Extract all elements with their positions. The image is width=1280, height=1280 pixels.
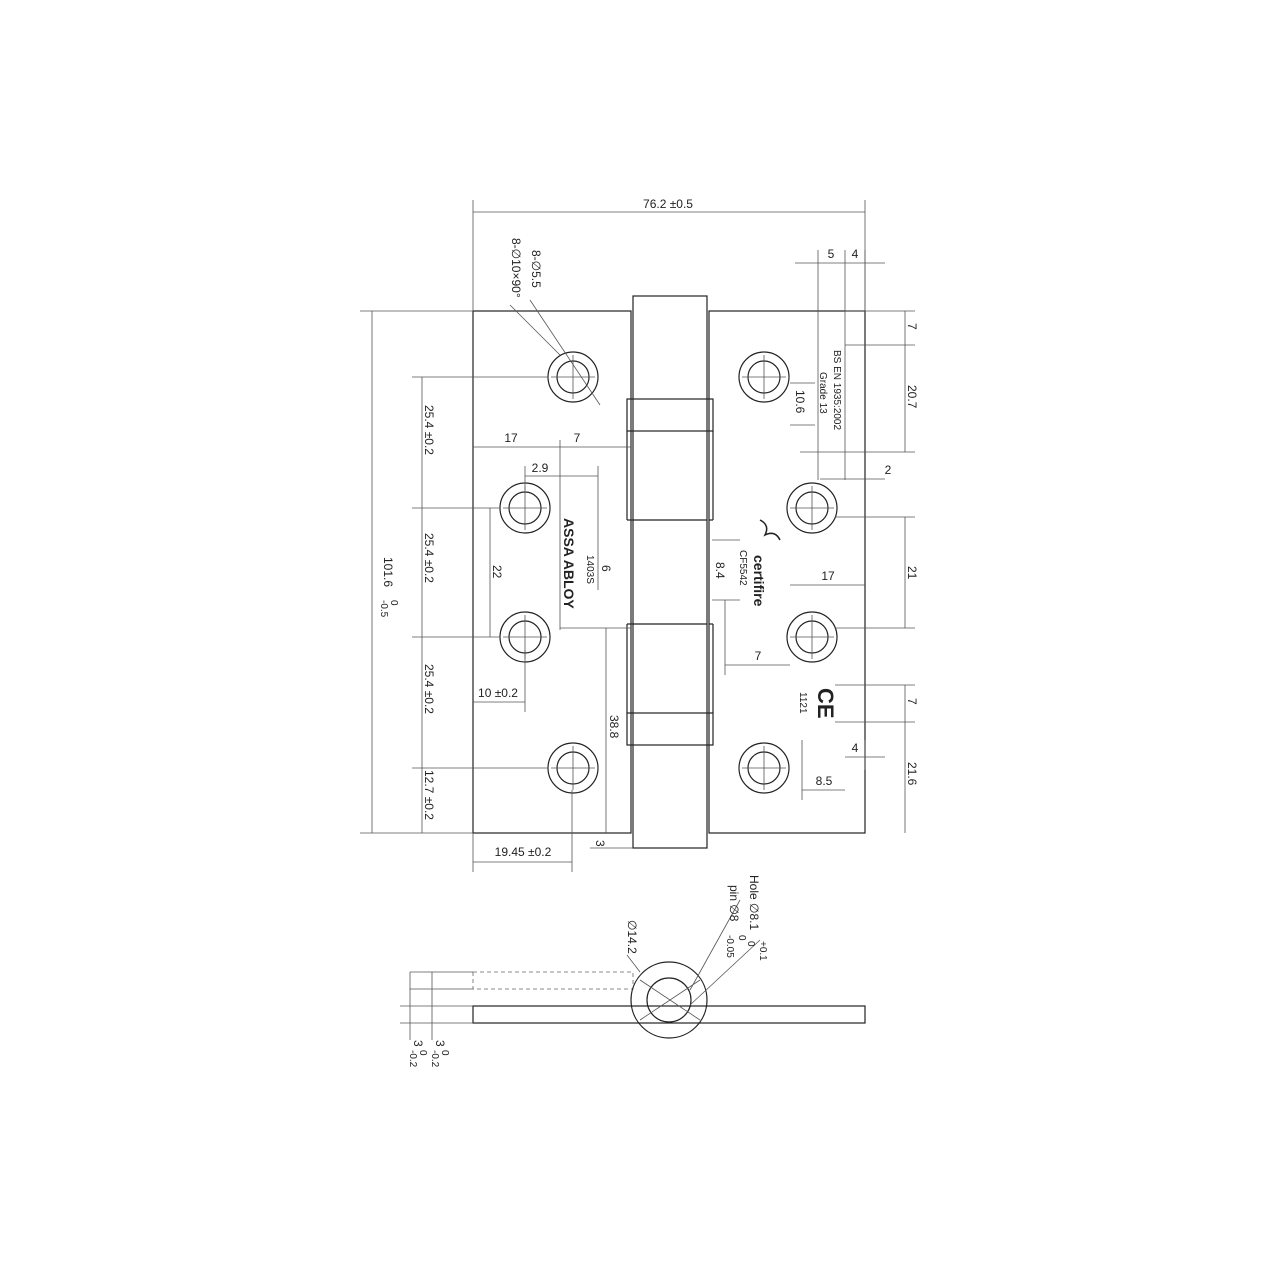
screw-hole <box>738 351 790 403</box>
dim-left-7: 7 <box>574 431 581 445</box>
markings: ASSA ABLOY 1403S BS EN 1935:2002 Grade 1… <box>561 350 842 719</box>
dim-left-19-45: 19.45 ±0.2 <box>495 845 552 859</box>
dimension-labels: 76.2 ±0.5 101.6 0 -0.5 8-∅10×90° 8-∅5.5 … <box>378 197 919 859</box>
dim-hole-spec-2: 8-∅5.5 <box>529 250 543 288</box>
dim-left-pitch-3: 25.4 ±0.2 <box>422 664 436 714</box>
screw-hole <box>786 611 838 663</box>
screw-hole <box>499 482 551 534</box>
dim-top-right-4: 4 <box>852 247 859 261</box>
side-hole-tol-upper: +0.1 <box>757 941 768 961</box>
screw-holes <box>499 351 838 794</box>
dim-cf-8-4: 8.4 <box>713 562 727 579</box>
dim-top-right-20-7: 20.7 <box>905 385 919 409</box>
dim-ce-10-6: 10.6 <box>793 390 807 414</box>
side-leaf-3a-tol: 0 <box>439 1050 450 1056</box>
left-leaf <box>472 310 632 834</box>
side-hole-tol-lower: 0 <box>745 941 756 947</box>
brand-marking: ASSA ABLOY <box>561 518 577 609</box>
side-view: ∅14.2 Hole ∅8.1 +0.1 0 pin ∅8 0 -0.05 3 … <box>400 875 866 1068</box>
side-pin: pin ∅8 <box>727 885 741 922</box>
knuckle <box>626 295 714 849</box>
ce-mark: CE <box>813 688 838 719</box>
dim-right-17: 17 <box>821 569 835 583</box>
dim-left-3: 3 <box>593 840 607 847</box>
dim-right-4-bottom: 4 <box>852 741 859 755</box>
screw-hole <box>547 351 599 403</box>
certifire-code: CF5542 <box>737 550 748 586</box>
dim-overall-height: 101.6 <box>381 557 395 587</box>
dim-hole-spec-1: 8-∅10×90° <box>509 238 523 298</box>
dim-right-21-6: 21.6 <box>905 762 919 786</box>
screw-hole <box>738 742 790 794</box>
dim-left-6: 6 <box>599 565 613 572</box>
dim-overall-width: 76.2 ±0.5 <box>643 197 693 211</box>
screw-hole <box>786 482 838 534</box>
dim-right-7-bottom: 7 <box>905 698 919 705</box>
side-hole: Hole ∅8.1 <box>747 875 761 930</box>
dim-top-right-7: 7 <box>905 323 919 330</box>
side-leaf-3a: 3 <box>433 1040 447 1047</box>
brand-code: 1403S <box>584 555 595 584</box>
dim-right-2: 2 <box>885 463 892 477</box>
side-leaf-3b-tol: 0 <box>417 1050 428 1056</box>
dimension-lines <box>360 200 915 872</box>
side-leaf-3a-tol2: -0.2 <box>429 1050 440 1068</box>
side-leaf-3b-tol2: -0.2 <box>407 1050 418 1068</box>
dim-left-pitch-2: 25.4 ±0.2 <box>422 533 436 583</box>
dim-left-10: 10 ±0.2 <box>478 686 518 700</box>
right-leaf <box>708 310 866 834</box>
side-pin-tol-upper: 0 <box>736 935 747 941</box>
standard-line-1: BS EN 1935:2002 <box>831 350 842 430</box>
side-leaf-3b: 3 <box>411 1040 425 1047</box>
dim-left-38-8: 38.8 <box>607 715 621 739</box>
ce-number: 1121 <box>797 692 808 714</box>
certifire-logo-icon <box>759 519 781 541</box>
side-dia: ∅14.2 <box>625 920 639 954</box>
dim-left-2-9: 2.9 <box>532 461 549 475</box>
dim-left-pitch-4: 12.7 ±0.2 <box>422 770 436 820</box>
dim-top-right-5: 5 <box>828 247 835 261</box>
dim-cf-7: 7 <box>755 649 762 663</box>
standard-line-2: Grade 13 <box>817 372 828 414</box>
dim-right-8-5: 8.5 <box>816 774 833 788</box>
dim-left-22: 22 <box>490 565 504 579</box>
side-pin-tol-lower: -0.05 <box>724 935 735 958</box>
dim-overall-height-tol-upper: 0 <box>388 600 399 606</box>
dim-left-17: 17 <box>504 431 518 445</box>
dim-left-pitch-1: 25.4 ±0.2 <box>422 405 436 455</box>
dim-right-21: 21 <box>905 566 919 580</box>
dim-overall-height-tol-lower: -0.5 <box>378 600 389 618</box>
certifire-marking: certifire <box>751 555 767 607</box>
screw-hole <box>547 742 599 794</box>
